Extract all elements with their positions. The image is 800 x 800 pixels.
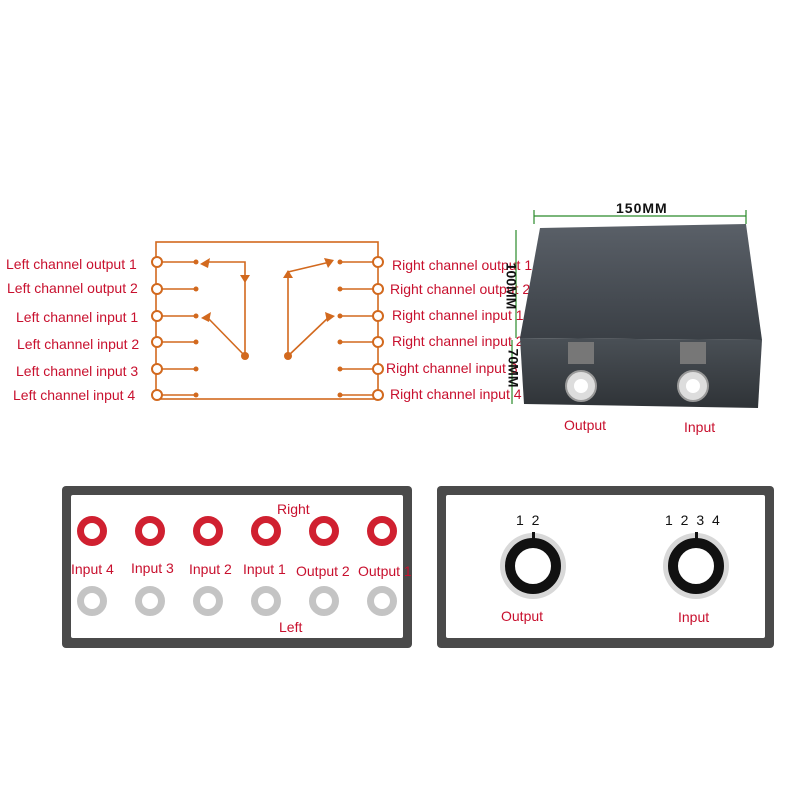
- left-jack-output-2: [309, 586, 339, 616]
- jack-label-input-3: Input 3: [131, 560, 174, 576]
- output-knob-positions: 1 2: [516, 512, 540, 528]
- left-channel-output-1-label: Left channel output 1: [6, 256, 137, 272]
- right-4-terminal: [372, 336, 384, 348]
- depth-dimension-label: 100MM: [503, 262, 520, 310]
- left-4-contact: [193, 339, 199, 345]
- left-jack-input-4: [77, 586, 107, 616]
- right-2-terminal: [372, 283, 384, 295]
- right-channel-output-2-label: Right channel output 2: [390, 281, 531, 297]
- left-6-contact: [193, 392, 199, 398]
- schematic-arrows: [200, 258, 335, 322]
- left-4-terminal: [151, 336, 163, 348]
- left-1-contact: [193, 259, 199, 265]
- left-channel-input-3-label: Left channel input 3: [16, 363, 139, 379]
- photo-output-label: Output: [564, 417, 607, 433]
- left-row-label: Left: [279, 619, 303, 635]
- front-panel: 1 2 Output 1 2 3 4 Input: [437, 486, 774, 648]
- right-1-terminal: [372, 256, 384, 268]
- jack-label-output-1: Output 1: [358, 563, 412, 579]
- input-selector-knob[interactable]: [668, 538, 724, 594]
- left-jack-input-1: [251, 586, 281, 616]
- jack-label-output-2: Output 2: [296, 563, 350, 579]
- schematic-frame: [155, 241, 379, 400]
- left-channel-input-2-label: Left channel input 2: [17, 336, 140, 352]
- right-terminals: [337, 256, 384, 401]
- right-common-node: [284, 352, 292, 360]
- output-selector-knob[interactable]: [505, 538, 561, 594]
- right-3-contact: [337, 313, 343, 319]
- left-terminals: [151, 256, 199, 401]
- left-jack-input-3: [135, 586, 165, 616]
- schematic-wiring: [205, 261, 331, 357]
- left-3-contact: [193, 313, 199, 319]
- box-output-knob: [565, 342, 597, 402]
- right-jack-input-3: [135, 516, 165, 546]
- right-3-terminal: [372, 310, 384, 322]
- box-top-face: [520, 224, 762, 340]
- box-drawing: [511, 210, 762, 408]
- jack-label-input-1: Input 1: [243, 561, 286, 577]
- right-6-terminal: [372, 389, 384, 401]
- switch-schematic: Left channel output 1 Left channel outpu…: [0, 0, 560, 420]
- front-output-label: Output: [501, 608, 544, 624]
- input-knob-positions: 1 2 3 4: [665, 512, 720, 528]
- right-jack-input-2: [193, 516, 223, 546]
- left-channel-input-1-label: Left channel input 1: [16, 309, 139, 325]
- right-5-terminal: [372, 363, 384, 375]
- right-5-contact: [337, 366, 343, 372]
- left-2-terminal: [151, 283, 163, 295]
- left-3-terminal: [151, 310, 163, 322]
- right-2-contact: [337, 286, 343, 292]
- height-dimension-label: 70MM: [505, 348, 522, 388]
- front-input-label: Input: [678, 609, 710, 625]
- right-4-contact: [337, 339, 343, 345]
- right-jack-input-4: [77, 516, 107, 546]
- input-knob-indicator: [695, 532, 698, 542]
- right-1-contact: [337, 259, 343, 265]
- right-row-label: Right: [277, 501, 310, 517]
- right-jack-input-1: [251, 516, 281, 546]
- output-knob-indicator: [532, 532, 535, 542]
- right-channel-input-1-label: Right channel input 1: [392, 307, 524, 323]
- rear-panel: Right Input 4 Input 3 Input 2 Input 1 Ou…: [62, 486, 412, 648]
- left-1-terminal: [151, 256, 163, 268]
- right-jack-output-2: [309, 516, 339, 546]
- product-box-photo: 150MM 100MM 70MM Output Input: [500, 190, 790, 450]
- rear-panel-face: [71, 495, 403, 638]
- photo-input-label: Input: [684, 419, 716, 435]
- box-input-knob: [677, 342, 709, 402]
- left-jack-output-1: [367, 586, 397, 616]
- jack-label-input-2: Input 2: [189, 561, 232, 577]
- left-2-contact: [193, 286, 199, 292]
- right-6-contact: [337, 392, 343, 398]
- width-dimension-label: 150MM: [616, 200, 668, 216]
- right-channel-input-2-label: Right channel input 2: [392, 333, 524, 349]
- left-5-contact: [193, 366, 199, 372]
- left-channel-output-2-label: Left channel output 2: [7, 280, 138, 296]
- schematic-drawing: [151, 241, 384, 401]
- left-6-terminal: [151, 389, 163, 401]
- left-common-node: [241, 352, 249, 360]
- right-jack-output-1: [367, 516, 397, 546]
- left-jack-input-2: [193, 586, 223, 616]
- left-channel-input-4-label: Left channel input 4: [13, 387, 136, 403]
- left-5-terminal: [151, 363, 163, 375]
- right-channel-input-3-label: Right channel input 3: [386, 360, 518, 376]
- right-channel-input-4-label: Right channel input 4: [390, 386, 522, 402]
- jack-label-input-4: Input 4: [71, 561, 114, 577]
- right-channel-output-1-label: Right channel output 1: [392, 257, 533, 273]
- box-front-face: [520, 338, 762, 408]
